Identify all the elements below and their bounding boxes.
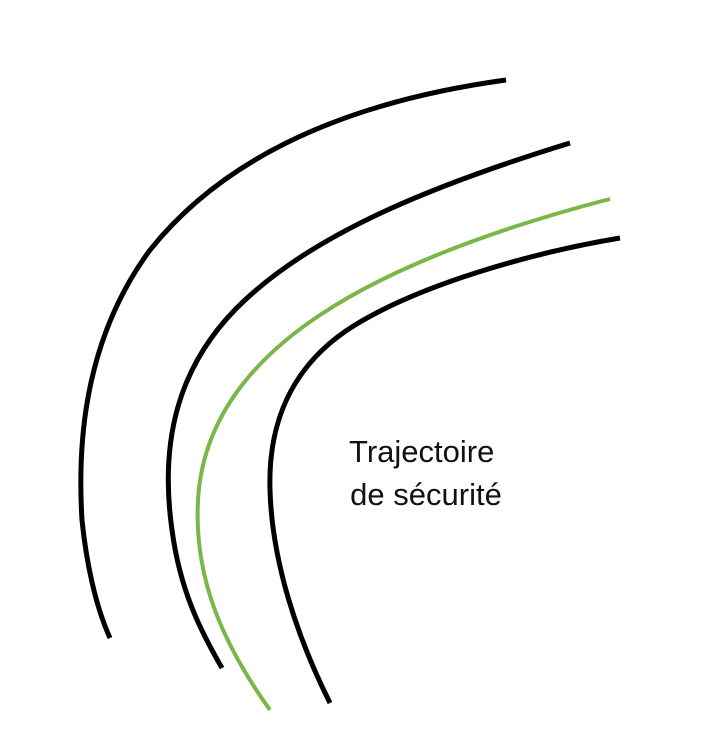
inner-edge-curve [267,235,621,705]
trajectory-label-line2: de sécurité [350,477,502,512]
safety-trajectory-curve [195,197,611,712]
outer-edge-curve [78,77,507,640]
trajectory-label-line1: Trajectoire [349,434,494,469]
trajectory-label: Trajectoire de sécurité [349,434,503,512]
middle-lane-curve [165,140,571,670]
